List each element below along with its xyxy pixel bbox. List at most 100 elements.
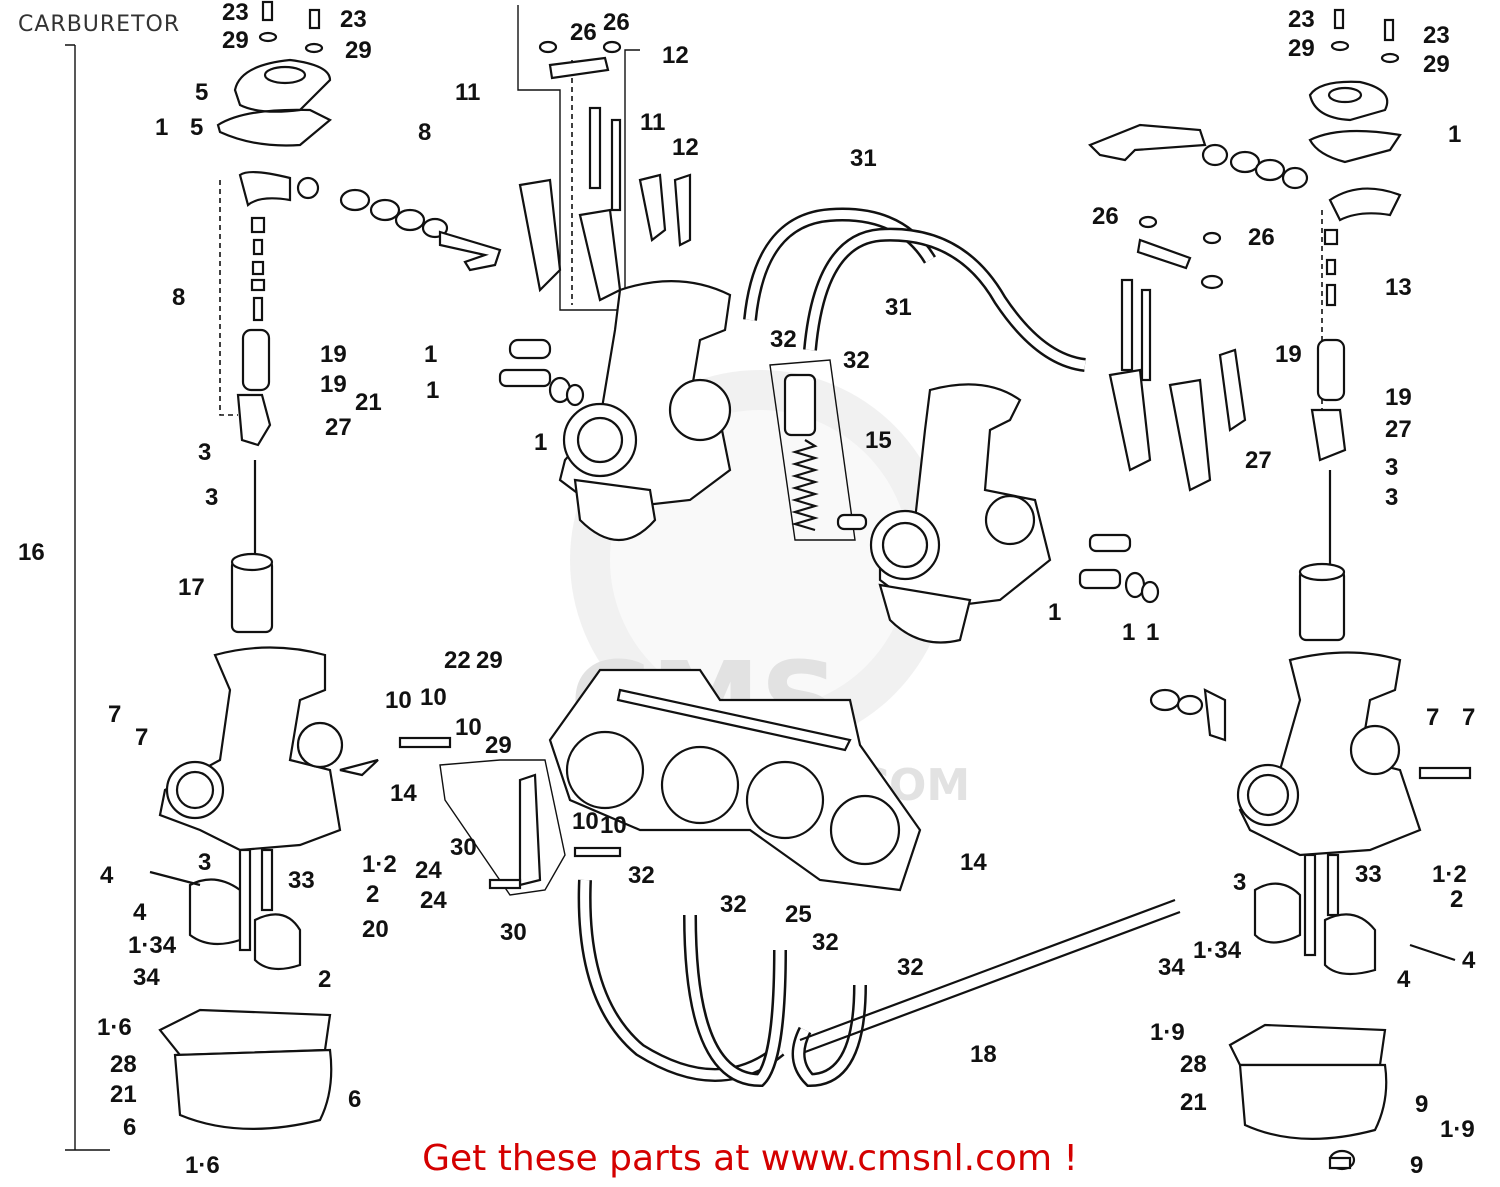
- left-carburetor-assembly: [65, 0, 502, 1151]
- callout-label: 26: [603, 9, 630, 36]
- callout-label: 1: [534, 429, 547, 456]
- callout-label: 1: [424, 341, 437, 368]
- callout-label: 1·9: [1150, 1019, 1185, 1046]
- callout-label: 5: [190, 114, 203, 141]
- callout-label: 27: [325, 414, 352, 441]
- callout-label: 10: [420, 684, 447, 711]
- callout-label: 10: [572, 808, 599, 835]
- callout-label: 1·34: [1193, 937, 1242, 964]
- diagram-title: CARBURETOR: [18, 12, 181, 37]
- callout-label: 1: [1122, 619, 1135, 646]
- callout-label: 1·6: [97, 1014, 132, 1041]
- callout-label: 3: [1233, 869, 1246, 896]
- callout-label: 7: [1462, 704, 1475, 731]
- callout-label: 29: [476, 647, 503, 674]
- callout-label: 32: [628, 862, 655, 889]
- callout-label: 1: [426, 377, 439, 404]
- callout-label: 18: [970, 1041, 997, 1068]
- callout-label: 8: [172, 284, 185, 311]
- callout-label: 14: [960, 849, 987, 876]
- callout-label: 6: [348, 1086, 361, 1113]
- callout-label: 6: [123, 1114, 136, 1141]
- callout-label: 17: [178, 574, 205, 601]
- callout-label: 14: [390, 780, 417, 807]
- callout-label: 4: [100, 862, 114, 889]
- right-carburetor-assembly: [1088, 8, 1472, 1171]
- callout-label: 23: [1288, 6, 1315, 33]
- callout-label: 3: [205, 484, 218, 511]
- callout-label: 26: [1092, 203, 1119, 230]
- callout-label: 27: [1385, 416, 1412, 443]
- callout-label: 5: [195, 79, 208, 106]
- callout-label: 29: [222, 27, 249, 54]
- callout-label: 19: [320, 371, 347, 398]
- callout-label: 1: [1448, 121, 1461, 148]
- callout-label: 31: [885, 294, 912, 321]
- callout-label: 11: [640, 109, 665, 136]
- callout-label: 4: [133, 899, 147, 926]
- callout-label: 19: [1385, 384, 1412, 411]
- callout-label: 3: [1385, 484, 1398, 511]
- callout-label: 33: [1355, 861, 1382, 888]
- callout-label: 34: [1158, 954, 1185, 981]
- callout-label: 9: [1415, 1091, 1428, 1118]
- callout-label: 1·9: [1440, 1116, 1475, 1143]
- callout-label: 15: [865, 427, 892, 454]
- callout-label: 12: [672, 134, 699, 161]
- callout-label: 19: [1275, 341, 1302, 368]
- linkage-plate-assembly: [398, 668, 922, 896]
- callout-label: 29: [1288, 35, 1315, 62]
- footer-link-text[interactable]: Get these parts at www.cmsnl.com !: [422, 1138, 1078, 1179]
- callout-label: 21: [1180, 1089, 1207, 1116]
- callout-label: 7: [135, 724, 148, 751]
- callout-label: 3: [198, 849, 211, 876]
- callout-label: 1: [1048, 599, 1061, 626]
- callout-label: 28: [110, 1051, 137, 1078]
- callout-label: 32: [897, 954, 924, 981]
- callout-label: 23: [1423, 22, 1450, 49]
- callout-label: 32: [843, 347, 870, 374]
- callout-label: 34: [133, 964, 160, 991]
- callout-label: 30: [500, 919, 527, 946]
- callout-label: 11: [455, 79, 480, 106]
- callout-label: 27: [1245, 447, 1272, 474]
- callout-label: 23: [222, 0, 249, 26]
- callout-label: 2: [318, 966, 331, 993]
- callout-label: 30: [450, 834, 477, 861]
- callout-label: 4: [1462, 947, 1476, 974]
- callout-label: 24: [420, 887, 447, 914]
- callout-label: 31: [850, 145, 877, 172]
- callout-label: 7: [1426, 704, 1439, 731]
- callout-label: 1·2: [362, 851, 397, 878]
- callout-label: 10: [385, 687, 412, 714]
- vent-hoses: [577, 879, 1181, 1088]
- callout-label: 2: [1450, 886, 1463, 913]
- callout-label: 19: [320, 341, 347, 368]
- callout-label: 32: [770, 326, 797, 353]
- callout-label: 7: [108, 701, 121, 728]
- callout-label: 28: [1180, 1051, 1207, 1078]
- callout-label: 12: [662, 42, 689, 69]
- callout-label: 1·34: [128, 932, 177, 959]
- callout-label: 3: [1385, 454, 1398, 481]
- callout-label: 22: [444, 647, 471, 674]
- top-center-assembly: [498, 5, 1160, 644]
- callout-label: 29: [1423, 51, 1450, 78]
- callout-label: 16: [18, 539, 45, 566]
- callout-label: 1: [155, 114, 168, 141]
- callout-label: 1: [1146, 619, 1159, 646]
- callout-label: 20: [362, 916, 389, 943]
- callout-label: 24: [415, 857, 442, 884]
- callout-label: 3: [198, 439, 211, 466]
- callout-label: 33: [288, 867, 315, 894]
- callout-label: 9: [1410, 1152, 1423, 1179]
- callout-label: 26: [570, 19, 597, 46]
- callout-label: 32: [720, 891, 747, 918]
- callout-label: 1·6: [185, 1152, 220, 1179]
- callout-label: 21: [110, 1081, 137, 1108]
- callout-label: 1·2: [1432, 861, 1467, 888]
- callout-label: 26: [1248, 224, 1275, 251]
- callout-label: 4: [1397, 966, 1411, 993]
